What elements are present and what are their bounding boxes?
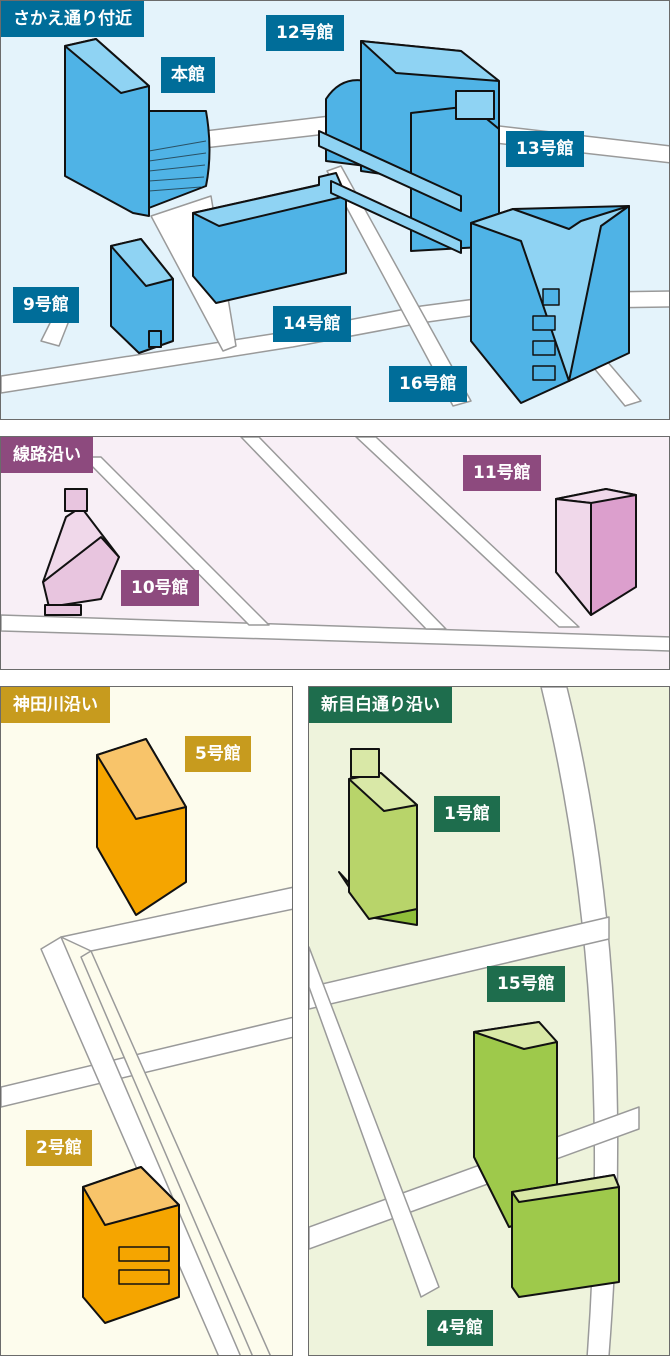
area-shinmejiro-title: 新目白通り沿い [309,687,452,723]
area-shinmejiro-map [309,687,640,1355]
label-building-9[interactable]: 9号館 [13,287,79,323]
area-senro-panel: 線路沿い 11号館 10号館 [0,436,670,670]
building-10 [42,488,120,616]
label-building-5[interactable]: 5号館 [185,736,251,772]
label-building-2[interactable]: 2号館 [26,1130,92,1166]
area-kanda-map [1,738,292,1355]
building-honkan [64,38,211,217]
building-2 [82,1166,180,1324]
area-kanda-title: 神田川沿い [1,687,110,723]
building-14 [192,172,347,304]
area-sakae-map [1,38,669,407]
label-building-10[interactable]: 10号館 [121,570,199,606]
label-building-1[interactable]: 1号館 [434,796,500,832]
building-4 [511,1174,620,1298]
area-shinmejiro-panel: 新目白通り沿い 1号館 15号館 4号館 [308,686,670,1356]
area-senro-title: 線路沿い [1,437,93,473]
building-1 [338,748,418,926]
label-building-12[interactable]: 12号館 [266,15,344,51]
building-5 [96,738,187,916]
label-building-13[interactable]: 13号館 [506,131,584,167]
label-building-11[interactable]: 11号館 [463,455,541,491]
area-sakae-title: さかえ通り付近 [1,1,144,37]
building-11 [555,488,637,616]
area-senro-map [1,437,669,652]
area-kanda-panel: 神田川沿い 5号館 2号館 [0,686,293,1356]
label-honkan[interactable]: 本館 [161,57,215,93]
building-13 [318,90,500,254]
building-9 [110,238,174,354]
label-building-16[interactable]: 16号館 [389,366,467,402]
label-building-4[interactable]: 4号館 [427,1310,493,1346]
building-16 [470,205,630,404]
label-building-14[interactable]: 14号館 [273,306,351,342]
area-sakae-panel: さかえ通り付近 本館 12号館 13号館 9号館 14号館 16号館 [0,0,670,420]
label-building-15[interactable]: 15号館 [487,966,565,1002]
